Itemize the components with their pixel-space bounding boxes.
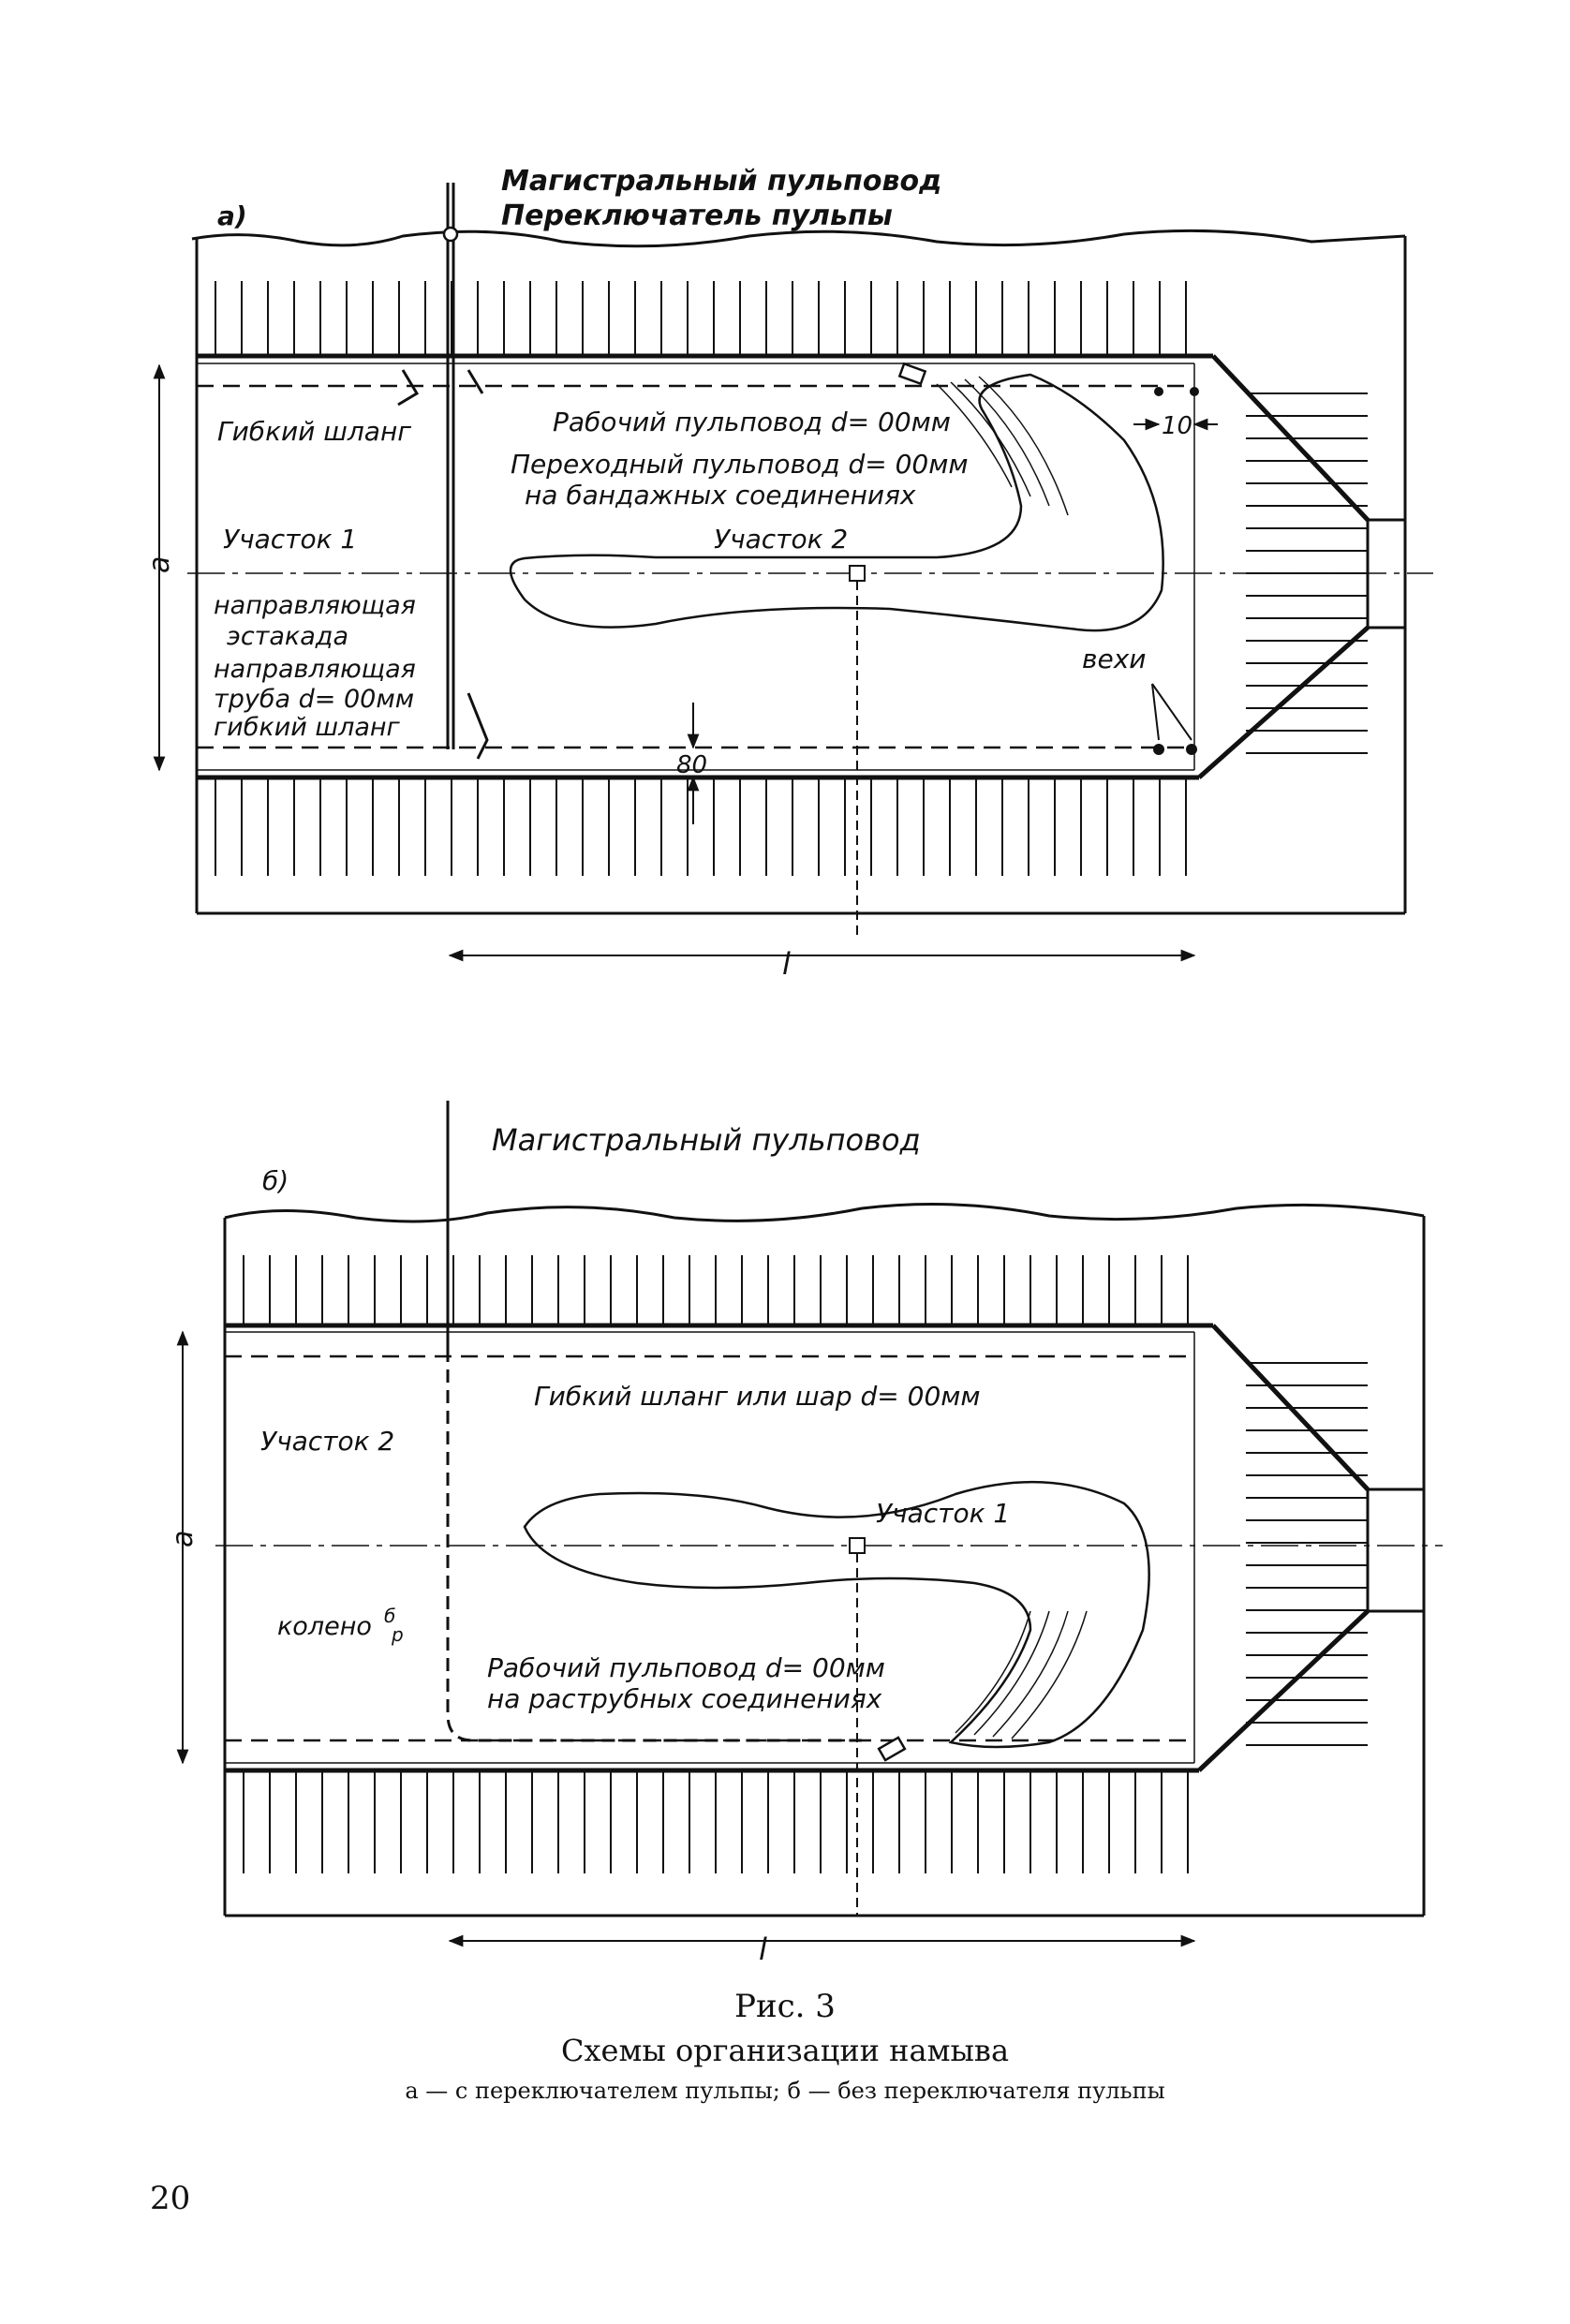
label-main-pipe-a: Магистральный пульповод xyxy=(501,165,941,198)
label-transition-pipe-2: на бандажных соединениях xyxy=(525,480,916,511)
marker-pointer-a1 xyxy=(1151,683,1160,741)
page-number: 20 xyxy=(150,2180,190,2217)
label-dim-80: 80 xyxy=(676,751,707,779)
top-embankment-edge-a xyxy=(191,229,1406,248)
hose-icon-a3 xyxy=(467,692,489,760)
right-slope-bottom-a xyxy=(1197,626,1370,779)
label-section2-a: Участок 2 xyxy=(714,524,848,555)
label-hose-a: Гибкий шланг xyxy=(217,416,411,447)
label-guide-pipe-2: труба d= 00мм xyxy=(214,685,414,714)
wash-streams-a xyxy=(936,376,1069,516)
hose-icon-a1 xyxy=(397,369,420,407)
hose-icon-a2 xyxy=(467,369,484,394)
diagram-a: а) Магистральный пульповод Переключатель… xyxy=(143,165,1433,982)
label-guide-trestle-1: направляющая xyxy=(214,591,416,620)
marker-pointer-a2 xyxy=(1151,683,1192,741)
label-guide-trestle-2: эстакада xyxy=(227,622,348,651)
label-elbow: колено xyxy=(277,1612,372,1641)
label-section1-a: Участок 1 xyxy=(223,524,357,555)
marker-dot-a1 xyxy=(1154,387,1163,396)
label-main-pipe-b: Магистральный пульповод xyxy=(492,1122,921,1158)
diagram-b: б) Магистральный пульповод Гибкий шланг … xyxy=(167,1101,1443,1967)
label-elbow-frac-bot: р xyxy=(391,1623,404,1646)
section2-marker-a xyxy=(849,565,866,582)
label-working-pipe-b2: на раструбных соединениях xyxy=(487,1683,882,1714)
discharge-outlet-icon-a xyxy=(897,362,927,386)
section1-marker-b xyxy=(849,1537,866,1554)
label-dim-a-a: а xyxy=(143,556,176,573)
label-hose2-a: гибкий шланг xyxy=(214,713,401,742)
label-working-pipe-a: Рабочий пульповод d= 00мм xyxy=(553,407,951,437)
top-embankment-edge-b xyxy=(224,1203,1425,1223)
label-hose-b: Гибкий шланг или шар d= 00мм xyxy=(534,1381,981,1412)
label-dim-l-b: l xyxy=(759,1932,767,1967)
switch-valve-icon xyxy=(442,226,459,243)
discharge-outlet-icon-b xyxy=(877,1736,907,1762)
panel-label-a: а) xyxy=(217,200,247,231)
right-slope-bottom-b xyxy=(1197,1609,1370,1772)
label-section2-b: Участок 2 xyxy=(260,1426,394,1457)
label-markers: вехи xyxy=(1082,644,1147,674)
wash-fill-area-b xyxy=(523,1480,1150,1749)
figure-subtitle: а — с переключателем пульпы; б — без пер… xyxy=(405,2078,1164,2104)
slope-hatching-b xyxy=(243,1255,1368,1873)
panel-label-b: б) xyxy=(262,1165,289,1196)
wash-streams-b xyxy=(955,1610,1088,1739)
marker-dot-a3 xyxy=(1153,744,1164,755)
marker-dot-a4 xyxy=(1186,744,1197,755)
label-elbow-frac-top: б xyxy=(384,1605,395,1627)
label-dim-l-a: l xyxy=(782,946,791,982)
slope-hatching-a xyxy=(215,281,1368,876)
figure-number: Рис. 3 xyxy=(734,1988,836,2025)
label-switch-a: Переключатель пульпы xyxy=(501,200,893,232)
figure-title: Схемы организации намыва xyxy=(561,2033,1009,2068)
label-section1-b: Участок 1 xyxy=(876,1498,1010,1529)
label-working-pipe-b1: Рабочий пульповод d= 00мм xyxy=(487,1652,885,1683)
wash-fill-area-a xyxy=(509,373,1164,632)
label-transition-pipe-1: Переходный пульповод d= 00мм xyxy=(511,449,968,480)
marker-dot-a2 xyxy=(1190,387,1199,396)
label-guide-pipe-1: направляющая xyxy=(214,655,416,684)
label-dim-a-b: а xyxy=(167,1531,200,1547)
label-dim-10: 10 xyxy=(1162,412,1192,440)
